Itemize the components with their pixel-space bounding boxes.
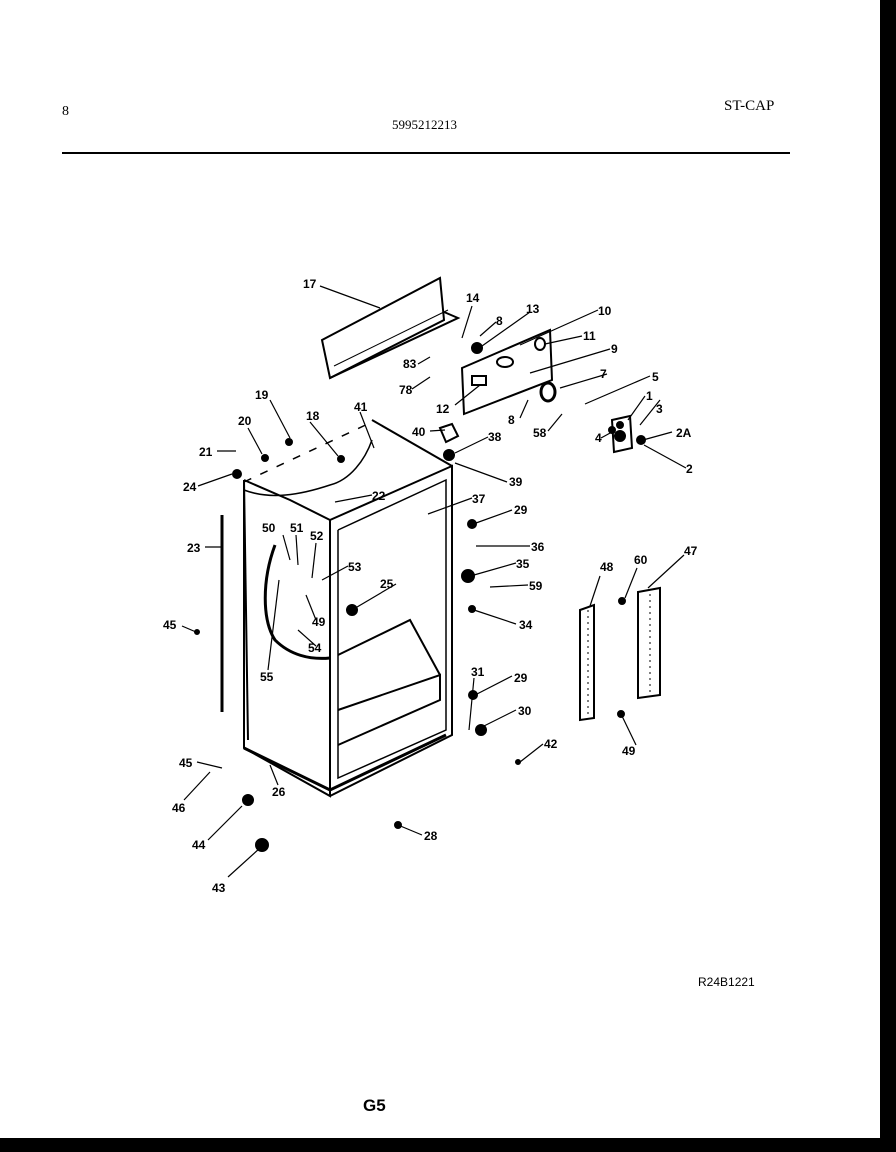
callout: 14 xyxy=(466,291,480,305)
callout-labels: 17 14 8 13 10 11 9 83 78 7 5 12 8 58 1 3… xyxy=(163,277,698,895)
callout: 26 xyxy=(272,785,286,799)
callout: 78 xyxy=(399,383,413,397)
callout: 11 xyxy=(583,329,596,343)
callout: 7 xyxy=(600,367,607,381)
callout: 49 xyxy=(622,744,636,758)
page-number: 8 xyxy=(62,104,69,119)
callout: 1 xyxy=(646,389,653,403)
callout: 47 xyxy=(684,544,698,558)
callout: 59 xyxy=(529,579,543,593)
callout: 21 xyxy=(199,445,213,459)
callout: 19 xyxy=(255,388,269,402)
section-code: ST-CAP xyxy=(724,98,775,114)
callout: 31 xyxy=(471,665,485,679)
callout: 60 xyxy=(634,553,648,567)
callout: 13 xyxy=(526,302,540,316)
hinge-bracket-part xyxy=(610,414,634,454)
callout: 38 xyxy=(488,430,502,444)
callout: 9 xyxy=(611,342,618,356)
callout: 83 xyxy=(403,357,417,371)
callout: 40 xyxy=(412,425,426,439)
callout: 49 xyxy=(312,615,326,629)
callout: 58 xyxy=(533,426,547,440)
callout: 23 xyxy=(187,541,201,555)
callout: 42 xyxy=(544,737,558,751)
callout: 8 xyxy=(496,314,503,328)
callout: 30 xyxy=(518,704,532,718)
drawing-reference: R24B1221 xyxy=(698,975,755,989)
callout: 8 xyxy=(508,413,515,427)
callout: 12 xyxy=(436,402,450,416)
header-rule xyxy=(62,152,790,154)
callout: 20 xyxy=(238,414,252,428)
callout: 35 xyxy=(516,557,530,571)
callout: 36 xyxy=(531,540,545,554)
callout: 18 xyxy=(306,409,320,423)
callout: 29 xyxy=(514,503,528,517)
callout: 28 xyxy=(424,829,438,843)
callout: 45 xyxy=(163,618,177,632)
page-code: G5 xyxy=(363,1096,386,1115)
callout: 34 xyxy=(519,618,533,632)
scan-border-bottom xyxy=(0,1138,896,1152)
callout: 25 xyxy=(380,577,394,591)
callout: 50 xyxy=(262,521,276,535)
callout: 5 xyxy=(652,370,659,384)
scan-border-right xyxy=(880,0,896,1152)
callout: 39 xyxy=(509,475,523,489)
callout: 22 xyxy=(372,489,386,503)
hinge-cover-part xyxy=(438,422,460,444)
callout: 46 xyxy=(172,801,186,815)
callout: 24 xyxy=(183,480,197,494)
part-number: 5995212213 xyxy=(392,117,457,132)
callout: 17 xyxy=(303,277,317,291)
callout: 37 xyxy=(472,492,486,506)
callout: 48 xyxy=(600,560,614,574)
callout: 3 xyxy=(656,402,663,416)
callout: 45 xyxy=(179,756,193,770)
top-cover-part xyxy=(320,276,461,380)
callout: 29 xyxy=(514,671,528,685)
callout: 52 xyxy=(310,529,324,543)
callout: 10 xyxy=(598,304,612,318)
callout: 41 xyxy=(354,400,368,414)
door-rails xyxy=(579,586,661,722)
cabinet-body xyxy=(243,419,453,798)
callout: 51 xyxy=(290,521,304,535)
callout: 54 xyxy=(308,641,322,655)
callout: 2 xyxy=(686,462,693,476)
callout: 43 xyxy=(212,881,226,895)
callout: 55 xyxy=(260,670,274,684)
leader-lines xyxy=(181,285,687,878)
small-parts xyxy=(194,342,646,852)
callout: 4 xyxy=(595,431,602,445)
callout: 2A xyxy=(676,426,692,440)
callout: 53 xyxy=(348,560,362,574)
callout: 44 xyxy=(192,838,206,852)
